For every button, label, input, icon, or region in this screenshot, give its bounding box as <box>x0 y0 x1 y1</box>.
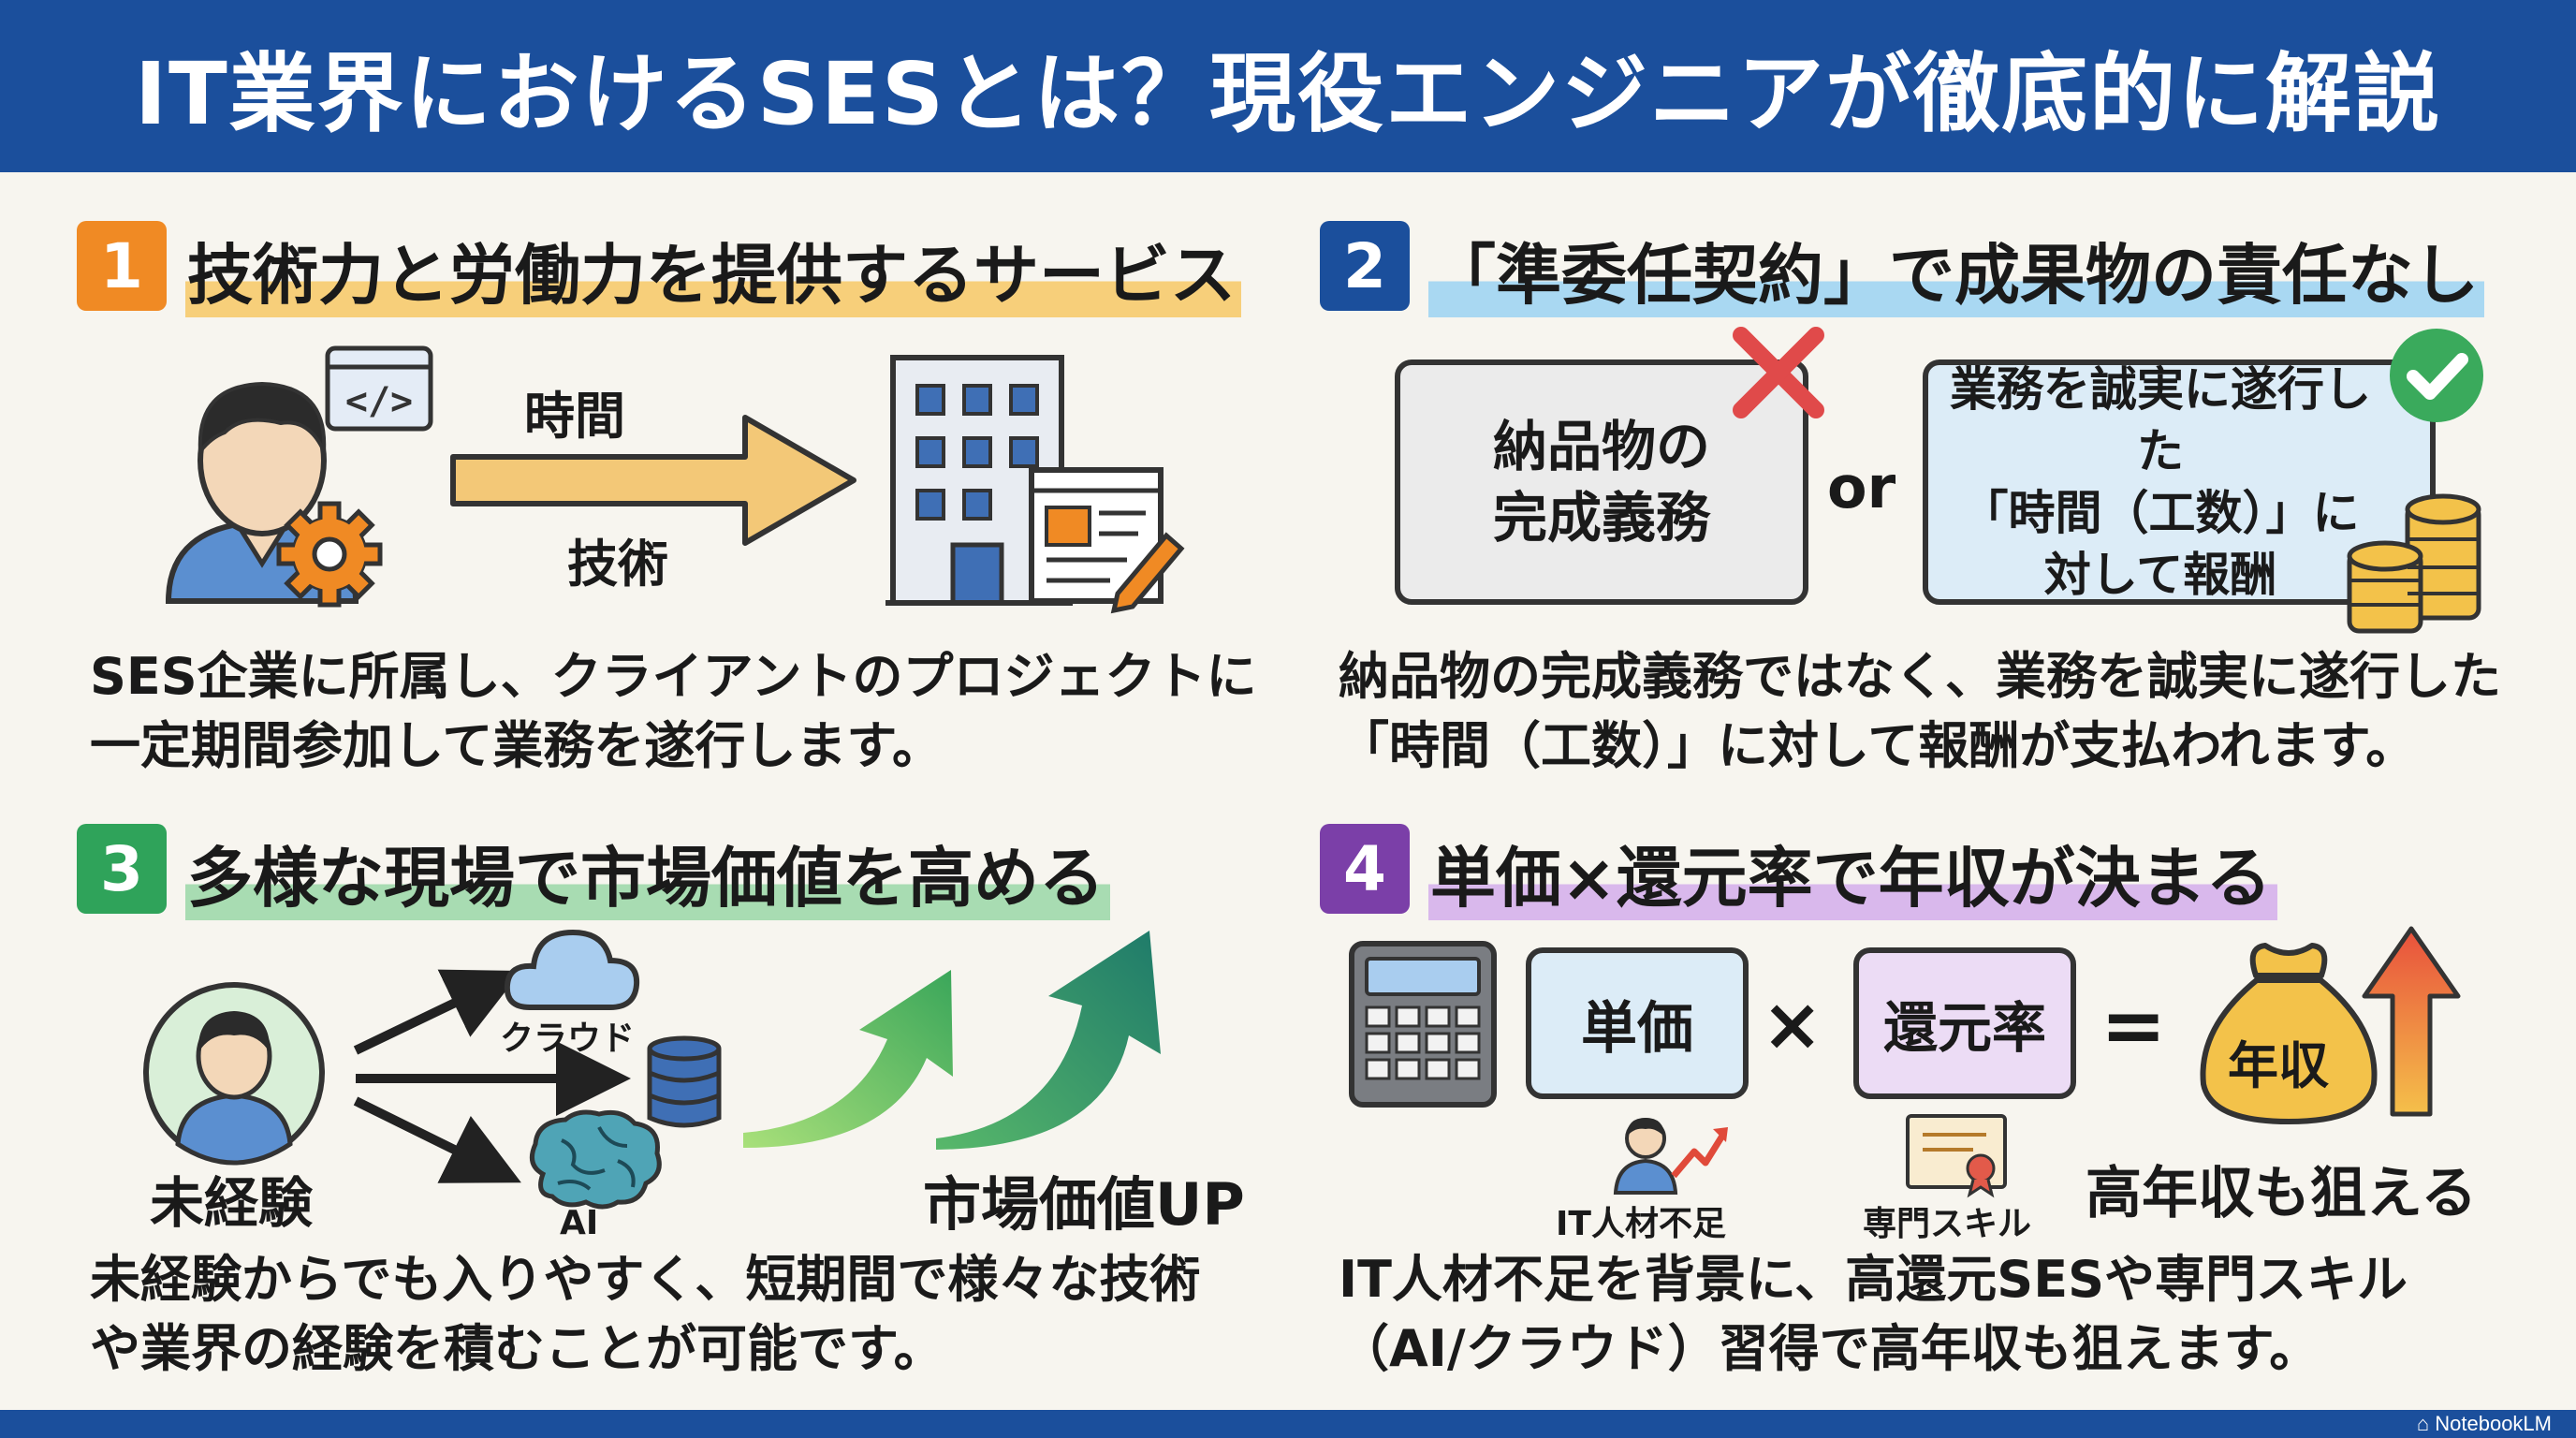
market-value-up-label: 市場価値UP <box>923 1170 1245 1239</box>
money-bag-icon <box>2200 943 2378 1124</box>
cloud-icon <box>504 929 640 1010</box>
section-4-title: 単価×還元率で年収が決まる <box>1428 826 2277 920</box>
it-talent-shortage-icon <box>1613 1118 1728 1195</box>
section-3-description-line1: 未経験からでも入りやすく、短期間で様々な技術 <box>90 1250 1201 1309</box>
section-1-description-line2: 一定期間参加して業務を遂行します。 <box>90 716 943 775</box>
annual-income-label: 年収 <box>2228 1036 2329 1095</box>
specialist-skill-label: 専門スキル <box>1863 1205 2032 1243</box>
high-income-label: 高年収も狙える <box>2086 1161 2478 1226</box>
cloud-label: クラウド <box>500 1020 636 1058</box>
section-4-badge: 4 <box>1320 824 1410 914</box>
equals-sign: = <box>2100 979 2167 1071</box>
arrow-label-skill: 技術 <box>567 535 668 594</box>
section-3-title: 多様な現場で市場価値を高める <box>185 826 1110 920</box>
section-3-badge: 3 <box>77 824 167 914</box>
coins-icon <box>2347 493 2481 634</box>
checkmark-icon <box>2390 329 2483 422</box>
section-2-description-line2: 「時間（工数）」に対して報酬が支払われます。 <box>1339 716 2417 775</box>
certificate-icon <box>1906 1114 2007 1198</box>
return-rate-box: 還元率 <box>1853 947 2076 1099</box>
beginner-avatar-icon <box>143 982 325 1166</box>
footer-bar: ⌂ NotebookLM <box>0 1410 2576 1438</box>
section-2-description-line1: 納品物の完成義務ではなく、業務を誠実に遂行した <box>1339 647 2501 706</box>
gear-icon <box>276 501 383 608</box>
or-label: or <box>1827 453 1896 521</box>
growth-arrow-small <box>743 970 953 1148</box>
section-1-title: 技術力と労働力を提供するサービス <box>185 223 1241 317</box>
database-icon <box>647 1035 722 1128</box>
branch-arrows <box>353 969 631 1183</box>
section-4-description-line1: IT人材不足を背景に、高還元SESや専門スキル <box>1339 1250 2408 1309</box>
section-1-description-line1: SES企業に所属し、クライアントのプロジェクトに <box>90 647 1257 706</box>
svg-text:</>: </> <box>345 380 413 423</box>
beginner-label: 未経験 <box>150 1171 314 1235</box>
up-arrow-icon <box>2362 926 2461 1117</box>
header-banner: IT業界におけるSESとは？現役エンジニアが徹底的に解説 <box>0 0 2576 172</box>
section-2-badge: 2 <box>1320 221 1410 311</box>
section-4-description-line2: （AI/クラウド）習得で高年収も狙えます。 <box>1339 1319 2320 1378</box>
section-2-title: 「準委任契約」で成果物の責任なし <box>1428 223 2484 317</box>
section-1-badge: 1 <box>77 221 167 311</box>
arrow-label-time: 時間 <box>524 387 625 446</box>
multiply-sign: × <box>1762 983 1823 1067</box>
brand-label: NotebookLM <box>2435 1412 2552 1435</box>
cross-icon <box>1733 327 1824 418</box>
time-based-reward-box: 業務を誠実に遂行した 「時間（工数）」に 対して報酬 <box>1923 360 2436 605</box>
client-building-icon <box>886 355 1185 614</box>
notebooklm-brand: ⌂ NotebookLM <box>2416 1412 2552 1435</box>
growth-arrow-large <box>936 931 1161 1150</box>
section-3-description-line2: や業界の経験を積むことが可能です。 <box>90 1319 944 1378</box>
unit-price-box: 単価 <box>1526 947 1749 1099</box>
provide-arrow <box>450 415 856 546</box>
ai-label: AI <box>560 1204 599 1242</box>
ai-brain-icon <box>529 1109 662 1210</box>
page-title: IT業界におけるSESとは？現役エンジニアが徹底的に解説 <box>134 43 2442 144</box>
it-talent-shortage-label: IT人材不足 <box>1556 1205 1726 1243</box>
calculator-icon <box>1349 941 1497 1108</box>
